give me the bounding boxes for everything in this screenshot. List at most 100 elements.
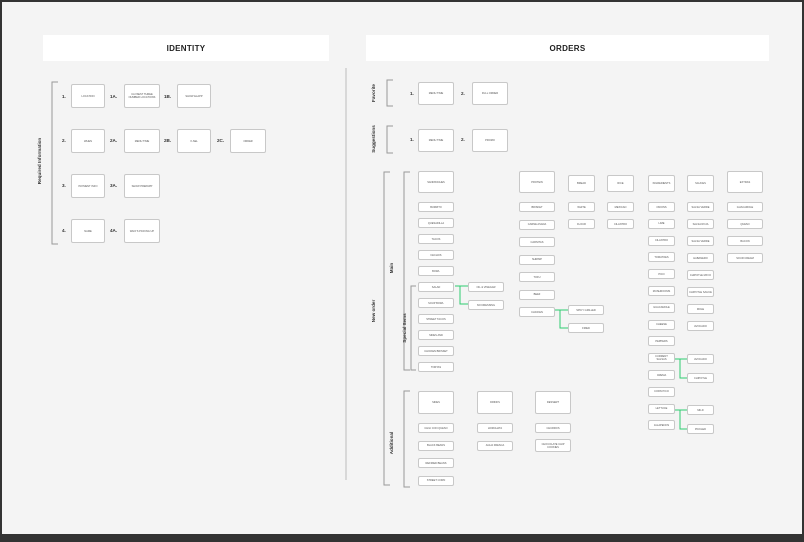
sandwiches-item-box[interactable]: SALAD bbox=[418, 282, 454, 292]
name-box[interactable]: NAME bbox=[71, 219, 105, 243]
sauces-item-box[interactable]: HABANERO bbox=[687, 253, 714, 263]
sandwiches-item-box[interactable]: TACOS bbox=[418, 234, 454, 244]
ingredients-item-box[interactable]: LETTUCE bbox=[648, 403, 675, 414]
crema-option-box[interactable]: CHIPOTLE bbox=[687, 373, 714, 383]
sandwiches-item-box[interactable]: NACHOS bbox=[418, 250, 454, 260]
protein-item-box[interactable]: CHICKEN bbox=[519, 307, 555, 317]
row-num: 1. bbox=[410, 91, 414, 96]
ingredients-item-box[interactable]: GUACAMOLE bbox=[648, 302, 675, 313]
ingredients-item-box[interactable]: PICO bbox=[648, 269, 675, 280]
sauces-item-box[interactable]: CHIPOTLE SAUCE bbox=[687, 287, 714, 297]
closest-locations-box[interactable]: CLOSEST THREE NUMBER LOCATIONS bbox=[124, 84, 160, 108]
rice-item-box[interactable]: CILANTRO bbox=[607, 219, 634, 229]
dessert-header-box[interactable]: DESSERT bbox=[535, 391, 571, 414]
sauces-item-box[interactable]: AVOCADO bbox=[687, 321, 714, 331]
sauces-item-box[interactable]: SALSA ROJA bbox=[687, 219, 714, 229]
row-num: 2B. bbox=[164, 138, 172, 143]
when-box[interactable]: WHEN bbox=[71, 129, 105, 153]
ingredients-item-box[interactable]: CURRENT SALSAS bbox=[648, 353, 675, 364]
suggestion-promo-box[interactable]: PROMO bbox=[472, 129, 508, 152]
bread-item-box[interactable]: WHITE bbox=[568, 202, 595, 212]
protein-item-box[interactable]: BEEF bbox=[519, 289, 555, 300]
menu-time-box[interactable]: MENU TIME bbox=[124, 129, 160, 153]
bread-item-box[interactable]: FLOUR bbox=[568, 219, 595, 229]
sauces-item-box[interactable]: SALSA VERDE bbox=[687, 202, 714, 212]
sandwiches-item-box[interactable]: BOWL bbox=[418, 266, 454, 276]
extras-item-box[interactable]: QUESO bbox=[727, 219, 763, 229]
ingredients-item-box[interactable]: TOMATOES bbox=[648, 252, 675, 263]
protein-item-box[interactable]: BRISKET bbox=[519, 202, 555, 212]
protein-item-box[interactable]: CARNE ASADA bbox=[519, 219, 555, 230]
ingredients-item-box[interactable]: LIME bbox=[648, 218, 675, 229]
rice-header-box[interactable]: RICE bbox=[607, 175, 634, 192]
jalapeno-option-box[interactable]: PICKLED bbox=[687, 424, 714, 434]
show-elapp-box[interactable]: SHOW ELAPP bbox=[177, 84, 211, 108]
canvas bbox=[2, 2, 802, 534]
orders-header: ORDERS bbox=[366, 35, 769, 61]
x-sel-box[interactable]: X-SEL bbox=[177, 129, 211, 153]
extras-item-box[interactable]: BACON bbox=[727, 236, 763, 246]
suggestion-menu-time-box[interactable]: MENU TIME bbox=[418, 129, 454, 152]
sides-header-box[interactable]: SIDES bbox=[418, 391, 454, 414]
sauces-header-box[interactable]: SAUCES bbox=[687, 175, 714, 192]
sides-item-box[interactable]: STREET CORN bbox=[418, 475, 454, 486]
chicken-option-box[interactable]: SPICY GRILLED bbox=[568, 305, 604, 315]
ingredients-item-box[interactable]: MUSHROOMS bbox=[648, 286, 675, 296]
ingredients-item-box[interactable]: JALAPENOS bbox=[648, 420, 675, 431]
bread-header-box[interactable]: BREAD bbox=[568, 175, 595, 192]
extras-item-box[interactable]: GUACAMOLE bbox=[727, 202, 763, 212]
extras-item-box[interactable]: SOUR CREAM bbox=[727, 253, 763, 263]
identity-title: IDENTITY bbox=[166, 43, 206, 53]
main-label: Main bbox=[389, 262, 394, 274]
ingredients-item-box[interactable]: PEPPERS bbox=[648, 336, 675, 347]
sides-item-box[interactable]: BLACK BEANS bbox=[418, 440, 454, 451]
protein-item-box[interactable]: CARNITAS bbox=[519, 237, 555, 247]
drinks-item-box[interactable]: HORCHATA bbox=[477, 423, 513, 433]
ingredients-header-box[interactable]: INGREDIENTS bbox=[648, 175, 675, 192]
row-num: 2. bbox=[62, 138, 66, 143]
row-num: 3A. bbox=[110, 183, 118, 188]
dessert-item-box[interactable]: CHOCOLATE CHIP COOKIES bbox=[535, 439, 571, 452]
sauces-item-box[interactable]: MOLE bbox=[687, 304, 714, 314]
chicken-option-box[interactable]: FRIED bbox=[568, 323, 604, 333]
row-num: 1. bbox=[410, 137, 414, 142]
ingredients-item-box[interactable]: CILANTRO bbox=[648, 235, 675, 246]
crema-option-box[interactable]: AVOCADO bbox=[687, 354, 714, 364]
sandwiches-header-box[interactable]: SANDWICHES bbox=[418, 171, 454, 193]
payment-info-box[interactable]: PAYMENT INFO bbox=[71, 174, 105, 198]
jalapeno-option-box[interactable]: MILD bbox=[687, 405, 714, 415]
sauces-item-box[interactable]: SALSA VERDE bbox=[687, 236, 714, 246]
drinks-header-box[interactable]: DRINKS bbox=[477, 391, 513, 414]
sandwiches-item-box[interactable]: CHICKEN BRISKET bbox=[418, 346, 454, 356]
whos-picking-up-box[interactable]: WHO'S PICKING UP bbox=[124, 219, 160, 243]
sandwiches-item-box[interactable]: SIDES AND bbox=[418, 330, 454, 340]
rice-item-box[interactable]: MEXICAN bbox=[607, 202, 634, 212]
salad-option-box[interactable]: NO DRESSING bbox=[468, 300, 504, 310]
sides-item-box[interactable]: CHILI CON QUESO bbox=[418, 423, 454, 433]
show-prepapp-box[interactable]: SHOW PREPAPP bbox=[124, 174, 160, 198]
ingredients-item-box[interactable]: CHEESE bbox=[648, 319, 675, 330]
protein-header-box[interactable]: PROTEIN bbox=[519, 171, 555, 193]
favorite-full-order-box[interactable]: FULL ORDER bbox=[472, 82, 508, 105]
extras-header-box[interactable]: EXTRAS bbox=[727, 171, 763, 193]
sandwiches-item-box[interactable]: QUESADILLA bbox=[418, 218, 454, 228]
drinks-item-box[interactable]: AGUA FRESCA bbox=[477, 440, 513, 451]
favorite-menu-time-box[interactable]: MENU TIME bbox=[418, 82, 454, 105]
sandwiches-item-box[interactable]: BURRITO bbox=[418, 202, 454, 212]
sandwiches-item-box[interactable]: STREET TACOS bbox=[418, 314, 454, 324]
sandwiches-item-box[interactable]: TORTAS bbox=[418, 362, 454, 372]
sides-item-box[interactable]: REFRIED BEANS bbox=[418, 458, 454, 468]
order-box[interactable]: ORDER bbox=[230, 129, 266, 153]
ingredients-item-box[interactable]: CREMA bbox=[648, 370, 675, 380]
salad-option-box[interactable]: OIL & VINEGAR bbox=[468, 282, 504, 292]
sauces-item-box[interactable]: CHIPOTLE MAYO bbox=[687, 270, 714, 280]
additional-label: Additional bbox=[389, 431, 394, 455]
ingredients-item-box[interactable]: ONIONS bbox=[648, 202, 675, 212]
required-info-label: Required Information bbox=[37, 137, 42, 185]
protein-item-box[interactable]: SHRIMP bbox=[519, 254, 555, 265]
dessert-item-box[interactable]: CHURROS bbox=[535, 423, 571, 433]
ingredients-item-box[interactable]: CORN PICO bbox=[648, 386, 675, 397]
protein-item-box[interactable]: TOFU bbox=[519, 272, 555, 282]
sandwiches-item-box[interactable]: SOUP BOWL bbox=[418, 298, 454, 308]
location-box[interactable]: LOCATION bbox=[71, 84, 105, 108]
